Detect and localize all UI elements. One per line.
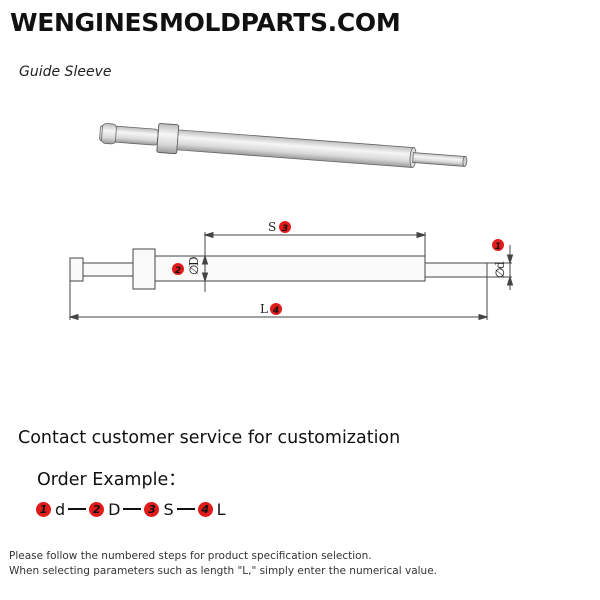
badge-3 xyxy=(279,221,291,233)
order-symbol-S: S xyxy=(163,499,174,519)
contact-text: Contact customer service for customizati… xyxy=(18,428,401,448)
dim-label-d-small: d xyxy=(493,261,507,269)
technical-drawing: S 3 2 ∅ D 1 ∅ d L 4 xyxy=(68,123,514,321)
separator xyxy=(176,508,195,510)
sleeve-head xyxy=(156,123,180,155)
dim-label-d-large: D xyxy=(187,256,201,266)
isometric-view xyxy=(99,123,468,168)
order-badge-2: 2 xyxy=(89,501,105,517)
order-example-title: Order Example： xyxy=(37,470,186,490)
dim-label-s: S xyxy=(268,220,276,234)
separator xyxy=(68,508,87,510)
order-badge-1: 1 xyxy=(36,501,51,517)
footnote: Please follow the numbered steps for pro… xyxy=(9,549,594,579)
dim-num-s: 3 xyxy=(282,224,288,234)
dim-num-d-small: 1 xyxy=(495,242,501,252)
order-badge-3: 3 xyxy=(144,501,160,517)
order-symbol-D: D xyxy=(108,499,121,519)
dim-num-l: 4 xyxy=(272,306,279,316)
pin-tip xyxy=(412,152,466,167)
dim-num-d-large: 2 xyxy=(175,266,181,276)
separator xyxy=(123,508,142,510)
shank-tip xyxy=(101,123,117,145)
order-badge-4: 4 xyxy=(197,501,213,517)
dim-label-l: L xyxy=(260,302,268,316)
badge-4 xyxy=(270,303,282,315)
order-symbol-d: d xyxy=(55,499,66,519)
site-title: WENGINESMOLDPARTS.COM xyxy=(10,8,401,37)
footnote-line-2: When selecting parameters such as length… xyxy=(9,565,438,577)
sleeve-body xyxy=(176,129,415,168)
order-example-row: 1 d 2 D 3 S 4 L xyxy=(36,498,226,520)
dimension-drawing xyxy=(68,231,514,321)
order-symbol-L: L xyxy=(216,499,226,519)
badge-1 xyxy=(492,239,504,251)
product-name: Guide Sleeve xyxy=(19,64,112,80)
badge-2 xyxy=(172,263,184,275)
footnote-line-1: Please follow the numbered steps for pro… xyxy=(9,550,372,562)
dim-prefix-d-large: ∅ xyxy=(187,265,201,275)
dim-prefix-d-small: ∅ xyxy=(493,268,507,278)
